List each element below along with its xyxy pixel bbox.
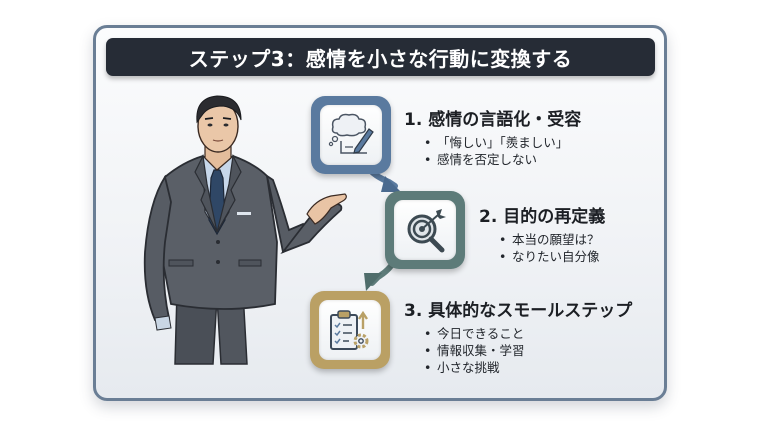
step-3-bullet: 小さな挑戦 [424, 359, 632, 376]
step-3-bullets: 今日できること 情報収集・学習 小さな挑戦 [424, 325, 632, 376]
step-3-icon-box [310, 291, 390, 369]
step-3-title: 3. 具体的なスモールステップ [404, 301, 633, 321]
step-1: 1. 感情の言語化・受容 「悔しい」「羨ましい」 感情を否定しない [404, 105, 581, 168]
thought-bubble-pencil-icon [328, 113, 374, 154]
title-banner: ステップ3：感情を小さな行動に変換する [106, 38, 655, 76]
step-3-bullet: 情報収集・学習 [424, 342, 632, 359]
step-3: 3. 具体的なスモールステップ 今日できること 情報収集・学習 小さな挑戦 [404, 296, 632, 376]
page-title: ステップ3：感情を小さな行動に変換する [188, 46, 573, 71]
step-1-bullets: 「悔しい」「羨ましい」 感情を否定しない [424, 134, 581, 168]
step-1-title: 1. 感情の言語化・受容 [404, 110, 582, 130]
step-3-bullet: 今日できること [424, 325, 632, 342]
step-2-icon-box [385, 191, 465, 269]
presenter-illustration [143, 95, 347, 365]
step-2: 2. 目的の再定義 本当の願望は？ なりたい自分像 [479, 202, 605, 265]
target-magnifier-icon [407, 209, 446, 253]
step-1-icon-box [311, 96, 391, 174]
step-2-bullet: なりたい自分像 [499, 248, 605, 265]
step-1-bullet: 「悔しい」「羨ましい」 [424, 134, 581, 151]
step-2-bullets: 本当の願望は？ なりたい自分像 [499, 231, 605, 265]
clipboard-checklist-gear-icon [330, 310, 369, 350]
step-1-bullet: 感情を否定しない [424, 151, 581, 168]
step-2-bullet: 本当の願望は？ [499, 231, 605, 248]
step-2-title: 2. 目的の再定義 [479, 207, 606, 227]
